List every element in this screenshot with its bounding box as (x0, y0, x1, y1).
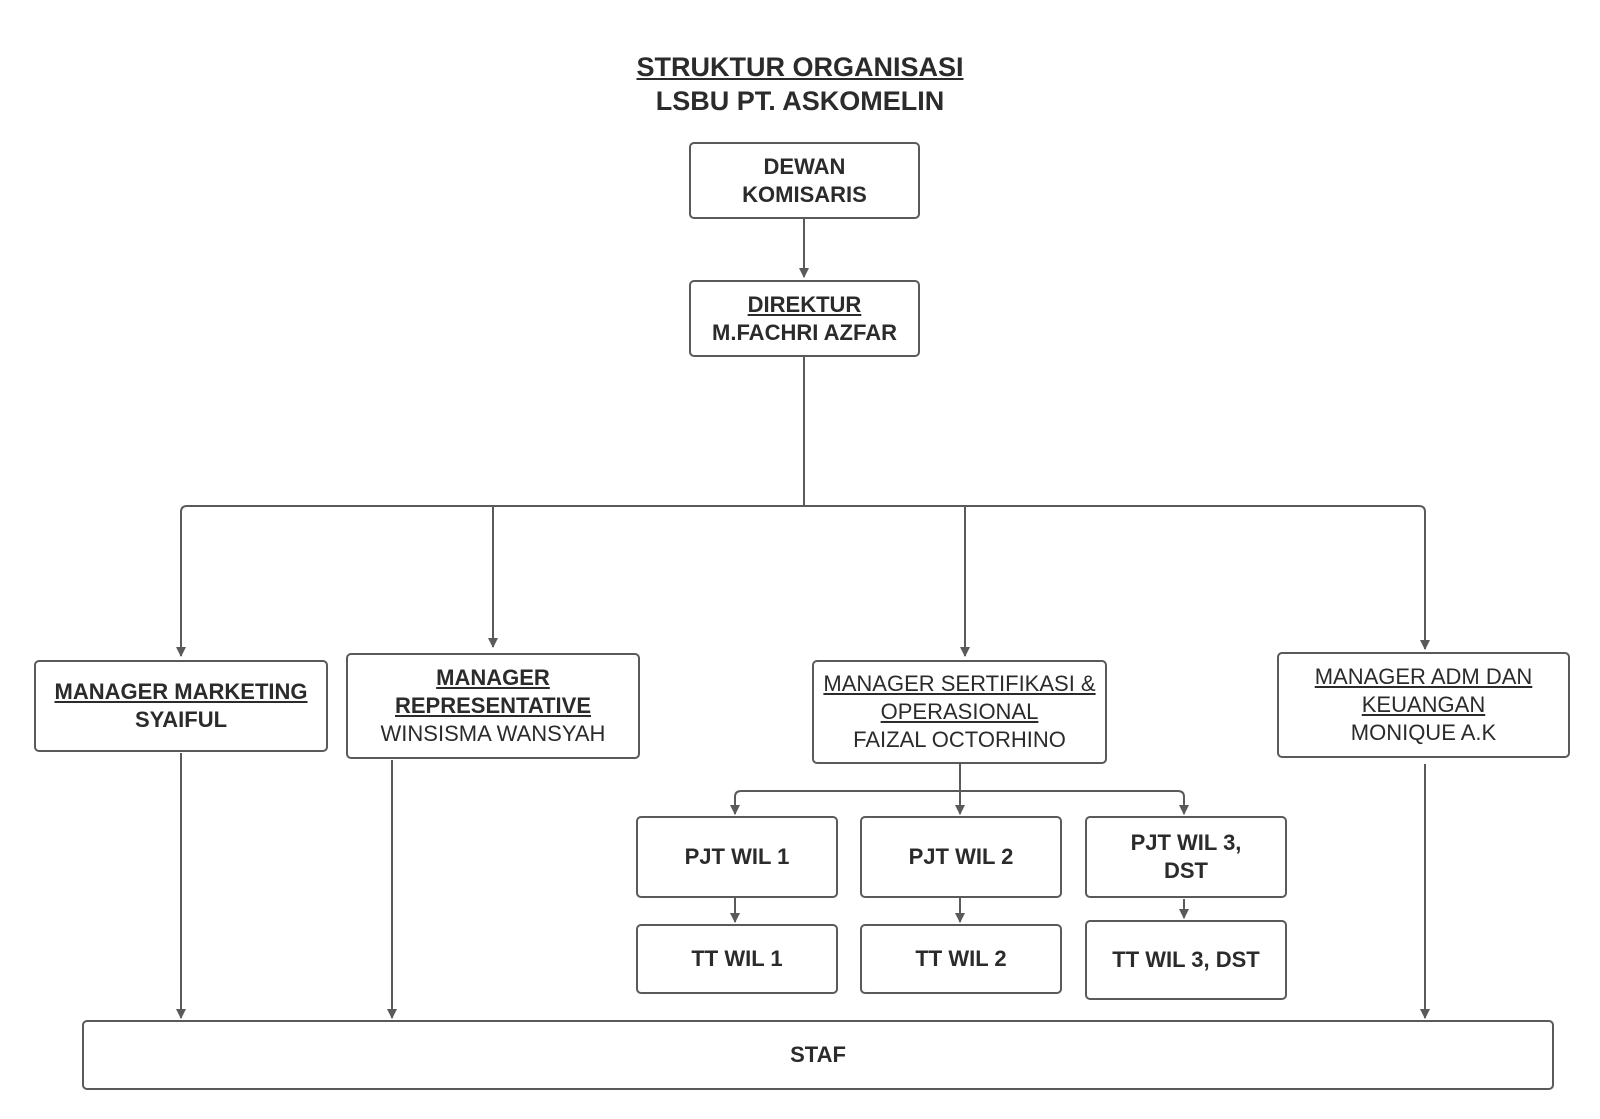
manager-representative-role-line2: REPRESENTATIVE (395, 693, 591, 718)
manager-adm-role-line1: MANAGER ADM DAN (1314, 664, 1533, 689)
box-pjt-wil-3: PJT WIL 3, DST (1085, 816, 1287, 898)
manager-sertifikasi-role-line1: MANAGER SERTIFIKASI & (823, 671, 1096, 696)
dewan-komisaris-line2: KOMISARIS (742, 181, 867, 207)
box-tt-wil-3: TT WIL 3, DST (1085, 920, 1287, 1000)
box-dewan-komisaris: DEWAN KOMISARIS (689, 142, 920, 219)
direktur-role: DIREKTUR (747, 291, 862, 317)
manager-adm-name: MONIQUE A.K (1350, 720, 1497, 745)
manager-representative-role-line1: MANAGER (436, 665, 550, 690)
manager-marketing-role: MANAGER MARKETING (54, 679, 308, 704)
chart-title-line1: STRUKTUR ORGANISASI (636, 52, 964, 82)
pjt-wil-1-label: PJT WIL 1 (684, 844, 790, 869)
box-tt-wil-2: TT WIL 2 (860, 924, 1062, 994)
manager-adm-role-line2: KEUANGAN (1361, 692, 1486, 717)
box-pjt-wil-1: PJT WIL 1 (636, 816, 838, 898)
bus-managers (180, 505, 1426, 654)
box-manager-marketing: MANAGER MARKETING SYAIFUL (34, 660, 328, 752)
staf-label: STAF (790, 1042, 846, 1067)
tt-wil-1-label: TT WIL 1 (691, 946, 783, 971)
box-manager-sertifikasi: MANAGER SERTIFIKASI & OPERASIONAL FAIZAL… (812, 660, 1107, 764)
chart-title-line2: LSBU PT. ASKOMELIN (655, 86, 945, 116)
pjt-wil-3-line1: PJT WIL 3, (1130, 830, 1242, 855)
pjt-wil-2-label: PJT WIL 2 (908, 844, 1014, 869)
box-manager-representative: MANAGER REPRESENTATIVE WINSISMA WANSYAH (346, 653, 640, 759)
tt-wil-2-label: TT WIL 2 (915, 946, 1007, 971)
manager-sertifikasi-role-line2: OPERASIONAL (880, 699, 1039, 724)
tt-wil-3-label: TT WIL 3, DST (1112, 947, 1260, 972)
manager-marketing-name: SYAIFUL (134, 707, 228, 732)
box-pjt-wil-2: PJT WIL 2 (860, 816, 1062, 898)
manager-representative-name: WINSISMA WANSYAH (380, 721, 606, 746)
pjt-wil-3-line2: DST (1164, 858, 1208, 883)
manager-sertifikasi-name: FAIZAL OCTORHINO (853, 727, 1066, 752)
box-direktur: DIREKTUR M.FACHRI AZFAR (689, 280, 920, 357)
direktur-name: M.FACHRI AZFAR (712, 319, 897, 345)
dewan-komisaris-line1: DEWAN (763, 153, 846, 179)
box-tt-wil-1: TT WIL 1 (636, 924, 838, 994)
box-staf: STAF (82, 1020, 1554, 1090)
box-manager-adm: MANAGER ADM DAN KEUANGAN MONIQUE A.K (1277, 652, 1570, 758)
